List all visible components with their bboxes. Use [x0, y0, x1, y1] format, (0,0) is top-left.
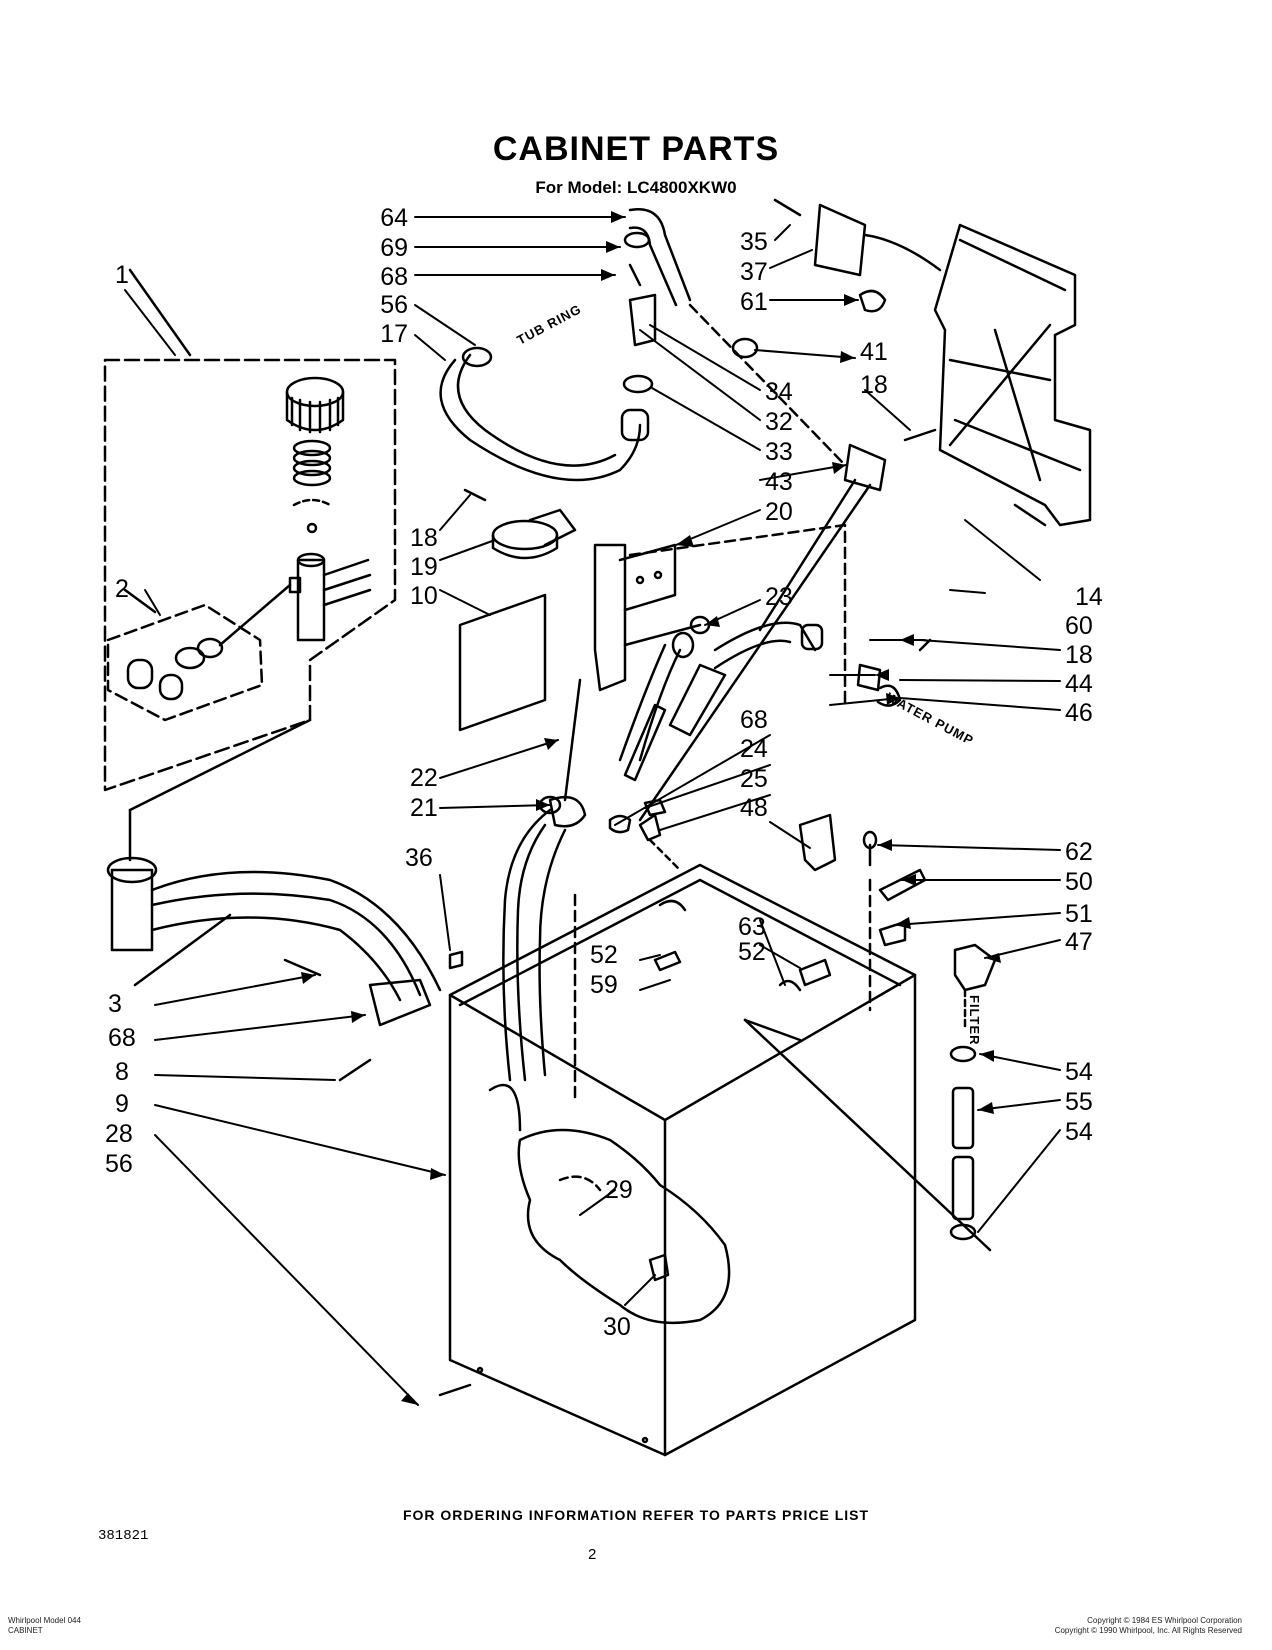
small-parts-right	[608, 798, 927, 1012]
callout-35: 35	[740, 228, 768, 256]
callout-19: 19	[410, 553, 438, 581]
callout-18-upper: 18	[860, 371, 888, 399]
filter-parts	[949, 943, 997, 1241]
callout-9: 9	[115, 1090, 129, 1118]
callout-68: 68	[380, 263, 408, 291]
callout-21: 21	[410, 794, 438, 822]
callout-34: 34	[765, 378, 793, 406]
callout-18-mid: 18	[410, 524, 438, 552]
callout-61: 61	[740, 288, 768, 316]
callout-54-bottom: 54	[1065, 1118, 1093, 1146]
callout-28: 28	[105, 1120, 133, 1148]
document-number: 381821	[98, 1528, 149, 1544]
panel-14	[933, 223, 1092, 527]
callout-68-mid: 68	[740, 706, 768, 734]
ordering-note: FOR ORDERING INFORMATION REFER TO PARTS …	[402, 1507, 870, 1523]
callout-36: 36	[405, 844, 433, 872]
fine-print-right: Copyright © 1984 ES Whirlpool Corporatio…	[1054, 1616, 1242, 1635]
callout-10: 10	[410, 582, 438, 610]
tag-water-pump: WATER PUMP	[884, 689, 977, 748]
group-1-dashed-box	[103, 268, 397, 792]
callout-8: 8	[115, 1058, 129, 1086]
callout-43: 43	[765, 468, 793, 496]
callout-62: 59	[590, 971, 618, 999]
valve-cap-part	[285, 376, 345, 434]
hoses-to-cabinet	[502, 808, 567, 1082]
group-2-dashed-box	[106, 583, 292, 722]
fine-print-left: Whirlpool Model 044 CABINET	[8, 1616, 81, 1635]
hose-39	[622, 208, 847, 467]
callout-44: 44	[1065, 670, 1093, 698]
callout-labels: 64 69 68 56 17 1 2 35 37 61 41 18 34 32 …	[105, 204, 1103, 1341]
callout-14: 14	[1075, 583, 1103, 611]
callout-56: 56	[380, 291, 408, 319]
callout-32: 32	[765, 408, 793, 436]
cabinet-28	[438, 863, 992, 1457]
page-number: 2	[588, 1546, 597, 1563]
valve-spring-part	[292, 439, 332, 534]
callout-1: 1	[115, 261, 129, 289]
callout-30: 30	[603, 1313, 631, 1341]
small-parts-52-63	[653, 899, 832, 992]
tag-filter: FILTER	[967, 995, 982, 1046]
callout-68-left: 68	[108, 1024, 136, 1052]
callout-48: 48	[740, 794, 768, 822]
callout-51: 51	[1065, 900, 1093, 928]
callout-52-left: 52	[590, 941, 618, 969]
callout-22: 22	[410, 764, 438, 792]
callout-24: 24	[740, 735, 768, 763]
callout-3: 3	[108, 990, 122, 1018]
callout-29: 29	[605, 1176, 633, 1204]
callout-69: 69	[380, 234, 408, 262]
hose-17	[439, 346, 650, 482]
callout-64: 62	[1065, 838, 1093, 866]
bracket-8	[283, 950, 464, 1082]
pressure-switch-19	[463, 488, 577, 560]
callout-59: 56	[105, 1150, 133, 1178]
tag-tub-ring: TUB RING	[514, 301, 584, 348]
water-valve-assembly	[106, 718, 442, 1002]
callout-50: 50	[1065, 868, 1093, 896]
callout-41: 41	[860, 338, 888, 366]
bracket-20	[593, 523, 847, 707]
leader-arrowheads	[301, 211, 1001, 1405]
callout-17: 17	[380, 320, 408, 348]
callout-63: 63	[738, 913, 766, 941]
callout-37: 37	[740, 258, 768, 286]
callout-60: 60	[1065, 612, 1093, 640]
page-title: CABINET PARTS	[492, 130, 780, 168]
rod-22	[538, 678, 587, 828]
callout-55: 55	[1065, 1088, 1093, 1116]
callout-39: 64	[380, 204, 408, 232]
card-10	[458, 593, 547, 732]
callout-23: 23	[765, 583, 793, 611]
callout-52-right: 52	[738, 938, 766, 966]
switch-parts-upper-right	[773, 198, 942, 313]
callout-2: 2	[115, 575, 129, 603]
callout-18-right: 18	[1065, 641, 1093, 669]
callout-33: 33	[765, 438, 793, 466]
pump-hose	[618, 615, 932, 782]
callout-47: 47	[1065, 928, 1093, 956]
valve-body-part	[288, 552, 372, 642]
model-subtitle: For Model: LC4800XKW0	[535, 178, 737, 197]
callout-25: 25	[740, 765, 768, 793]
switch-43	[638, 428, 937, 822]
callout-46: 46	[1065, 699, 1093, 727]
leader-lines	[124, 216, 1061, 1406]
callout-54-top: 54	[1065, 1058, 1093, 1086]
callout-20: 20	[765, 498, 793, 526]
